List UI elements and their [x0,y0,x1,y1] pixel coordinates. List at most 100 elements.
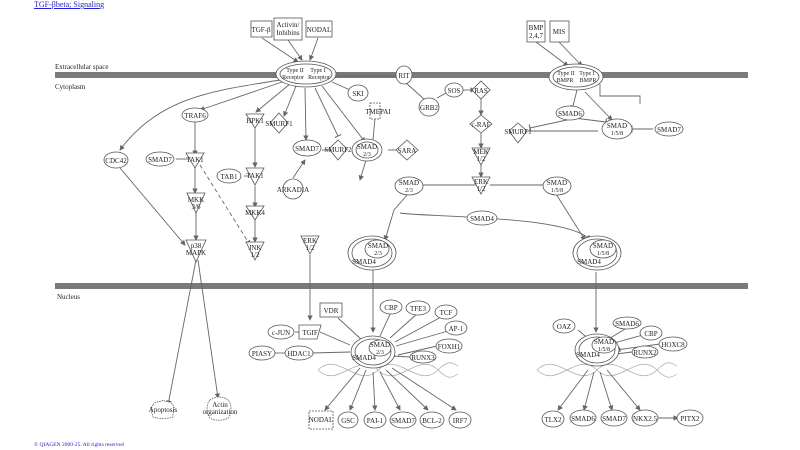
node-smad7-mid-label: SMAD7 [295,145,319,153]
gene-smad7-label: SMAD7 [391,417,415,425]
node-smad158-c[interactable]: SMAD 1/5/8 [542,176,572,196]
node-rit[interactable]: RIT [395,65,413,85]
node-smad7-right[interactable]: SMAD7 [654,121,684,137]
node-p38-line1: p38 [191,242,202,250]
node-sara[interactable]: SARA [395,139,419,161]
node-mkk4[interactable]: MKK4 [245,205,265,221]
bmpr-type2-label: Type II [557,71,574,77]
node-cjun[interactable]: c-JUN [267,324,295,340]
output-apoptosis[interactable]: Apoptosis [149,399,178,419]
node-vdr-label: VDR [324,307,339,315]
gene-tlx2[interactable]: TLX2 [541,410,565,428]
receptor-complex-tgfb[interactable]: Type II Type I Receptor Receptor [275,60,337,88]
node-p38-line2: MAPK [186,249,206,257]
node-cbp-r[interactable]: CBP [639,325,663,341]
node-hpk1[interactable]: HPK1 [245,113,265,129]
node-mkk36[interactable]: MKK 3/6 [186,192,206,214]
node-smad6-n[interactable]: SMAD6 [612,316,642,330]
node-craf[interactable]: c-RAF [469,114,493,134]
node-ski[interactable]: SKI [347,84,369,102]
receptor-complex-bmp[interactable]: Type II Type I BMPR BMPR [548,63,604,91]
ligand-activin-line2: Inhibins [277,29,300,37]
bmpr-line4: BMPR [580,78,597,84]
node-erk-mid[interactable]: ERK 1/2 [471,176,491,195]
node-craf-label: c-RAF [471,121,490,129]
receptor-line4: Receptor [308,75,330,81]
node-arkadia-label: ARKADIA [277,186,309,194]
gene-nodal[interactable]: NODAL [308,410,334,430]
node-smurf1[interactable]: SMURF1 [265,112,293,134]
node-cbp-r-label: CBP [644,330,657,338]
node-traf6[interactable]: TRAF6 [181,107,209,123]
output-actin-organization[interactable]: Actin organization [203,396,238,421]
node-p38-mapk[interactable]: p38 MAPK [185,239,207,263]
region-nucleus: Nucleus [57,293,80,301]
node-smad7-mid[interactable]: SMAD7 [292,139,322,157]
node-smad23-c[interactable]: SMAD 2/3 [394,176,424,196]
node-cdc42[interactable]: CDC42 [103,151,129,169]
gene-nkx25[interactable]: NKX2.5 [631,409,659,427]
node-jnk[interactable]: JNK 1/2 [245,241,265,261]
node-piasy[interactable]: PIASY [248,345,276,361]
gene-smad6[interactable]: SMAD6 [569,409,597,427]
node-smurf2[interactable]: SMURF2 [324,139,352,161]
node-smad6-top[interactable]: SMAD6 [555,105,585,121]
node-tmepai[interactable]: TMEPAI [365,102,391,120]
node-tfe3[interactable]: TFE3 [405,300,431,316]
node-grb2[interactable]: GRB2 [418,97,440,117]
gene-smad7[interactable]: SMAD7 [389,411,417,429]
ligand-nodal-label: NODAL [307,26,332,34]
node-hdac1[interactable]: HDAC1 [284,345,314,361]
node-smad4-mid[interactable]: SMAD4 [466,210,498,226]
node-mkk36-line1: MKK [188,196,204,204]
node-cbp[interactable]: CBP [379,299,403,315]
node-ras[interactable]: RAS [471,80,491,100]
nuclear-complex-left[interactable]: SMAD 2/3 SMAD4 [350,335,396,369]
node-smad23-c-line2: 2/3 [405,188,413,194]
node-arkadia[interactable]: ARKADIA [277,178,309,200]
node-smad23-mid[interactable]: SMAD 2/3 [351,138,383,162]
complex-smad23-smad4[interactable]: SMAD 2/3 SMAD4 [347,235,397,271]
node-tak1-a[interactable]: TAK1 [185,152,205,169]
node-tak1-b[interactable]: TAK1 [245,167,265,186]
node-smad158-c-line2: 1/5/8 [551,188,563,194]
node-vdr[interactable]: VDR [319,302,343,318]
node-rit-label: RIT [398,72,410,80]
gene-smad7-right-label: SMAD7 [602,415,626,423]
node-jnk-line2: 1/2 [251,251,260,259]
node-tab1[interactable]: TAB1 [216,168,242,184]
node-tcf[interactable]: TCF [434,304,458,320]
gene-smad7-right[interactable]: SMAD7 [600,409,628,427]
node-ap1[interactable]: AP-1 [444,320,468,336]
page-title[interactable]: TGF-βbeta; Signaling [34,0,105,9]
ligand-mis[interactable]: MIS [549,20,570,43]
gene-bcl2[interactable]: BCL-2 [419,411,445,429]
ligand-tgfb[interactable]: TGF-β [250,20,273,38]
gene-gsc[interactable]: GSC [337,411,359,429]
gene-pai1[interactable]: PAI-1 [363,411,387,429]
node-erk-left[interactable]: ERK 1/2 [300,235,320,255]
node-foxh1-label: FOXH1 [438,343,461,351]
node-smad158-top[interactable]: SMAD 1/5/8 [601,118,633,140]
ligand-nodal[interactable]: NODAL [305,20,333,38]
gene-irf7[interactable]: IRF7 [448,411,472,429]
node-tgif[interactable]: TGIF [298,324,322,340]
node-piasy-label: PIASY [252,350,272,358]
ligand-bmp[interactable]: BMP 2,4,7 [526,20,546,43]
bmpr-line3: BMPR [557,78,574,84]
ligand-activin[interactable]: Activin/ Inhibins [273,17,303,41]
node-oaz[interactable]: OAZ [552,318,576,334]
gene-pitx2[interactable]: PITX2 [676,409,704,427]
node-foxh1[interactable]: FOXH1 [435,338,463,354]
node-smurf1-right[interactable]: SMURF1 [504,122,532,144]
node-sos[interactable]: SOS [444,82,464,98]
node-runx3[interactable]: RUNX3 [409,350,437,364]
node-runx2-label: RUNX2 [633,349,657,357]
node-mek[interactable]: MEK 1/2 [471,147,491,166]
node-hoxc8[interactable]: HOXC8 [658,336,688,352]
node-runx2[interactable]: RUNX2 [631,345,659,359]
nuclear-complex-right[interactable]: SMAD 1/5/8 SMAD4 [574,333,620,367]
complex-smad158-smad4[interactable]: SMAD 1/5/8 SMAD4 [572,235,622,271]
edges [119,37,679,421]
node-smad7-left[interactable]: SMAD7 [145,151,175,167]
